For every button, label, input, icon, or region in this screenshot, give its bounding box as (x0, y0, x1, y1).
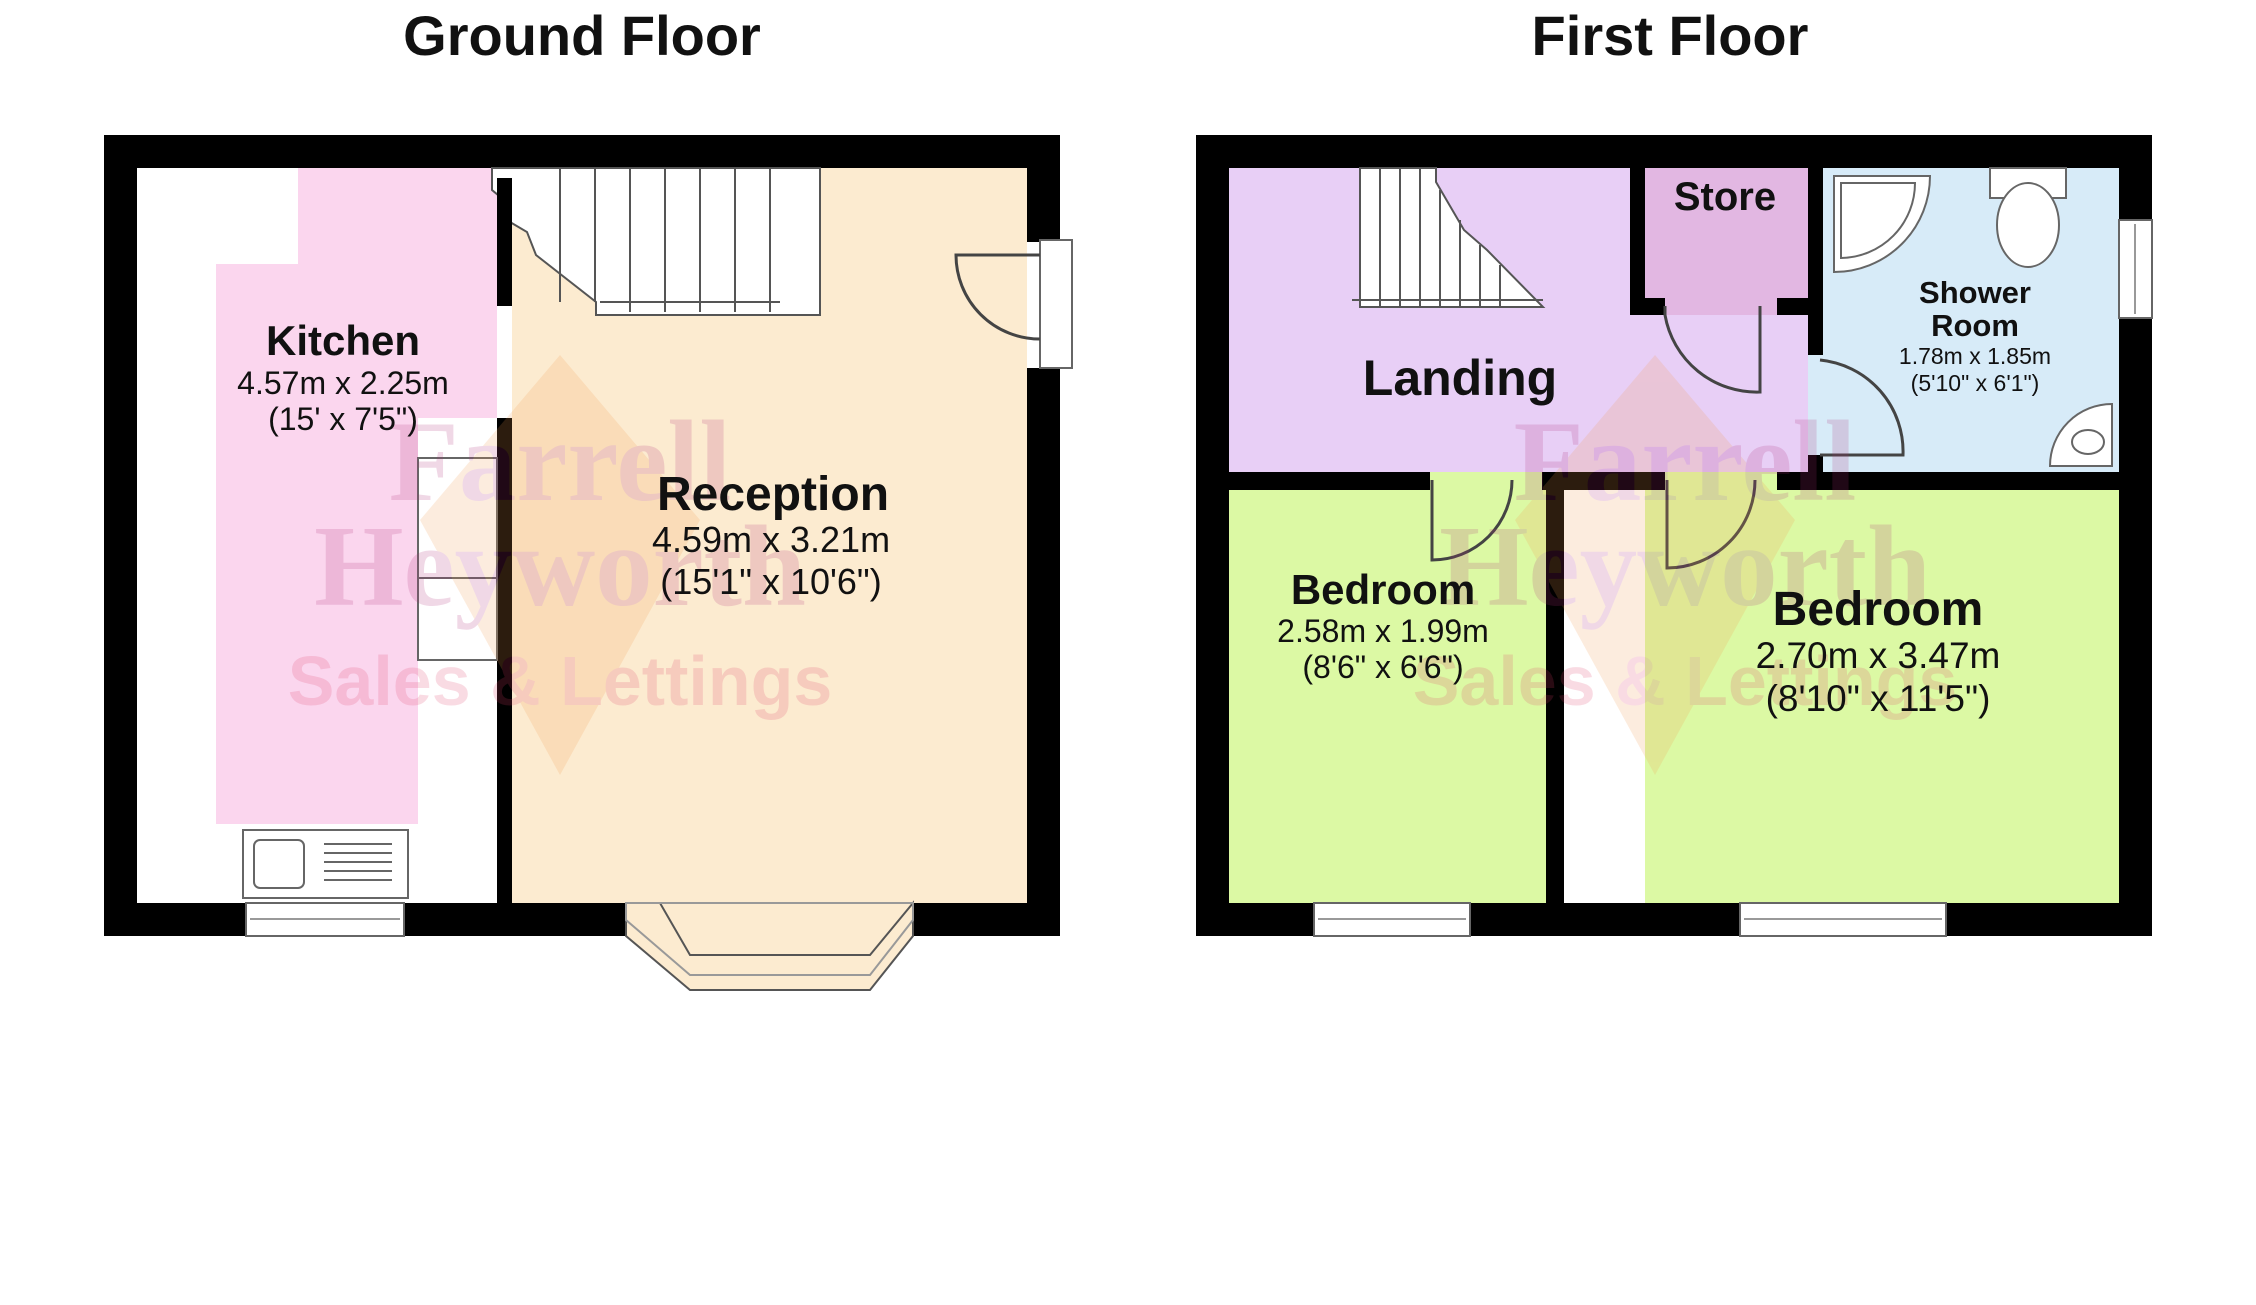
watermark-logo: Farrell Heyworth Sales & Lettings Farrel… (288, 355, 1958, 775)
kitchen-imperial: (15' x 7'5") (268, 401, 418, 437)
kitchen-area (216, 168, 497, 824)
bedroom-2-metric: 2.70m x 3.47m (1756, 635, 2001, 676)
first-floor-plan (1196, 135, 2153, 937)
ground-floor-title: Ground Floor (403, 4, 761, 67)
ground-floor-plan (104, 135, 1073, 991)
bedroom-1-area (1229, 490, 1546, 903)
watermark-line3: Sales & Lettings (288, 642, 833, 720)
kitchen-metric: 4.57m x 2.25m (237, 365, 449, 401)
first-stairs (1352, 167, 1546, 308)
reception-name: Reception (657, 468, 889, 521)
watermark2-line3: Sales & Lettings (1413, 642, 1958, 720)
watermark-line2: Heyworth (314, 503, 806, 630)
bedroom-1-metric: 2.58m x 1.99m (1277, 613, 1489, 649)
shower-fixtures (1833, 167, 2113, 467)
shower-room-metric: 1.78m x 1.85m (1899, 343, 2051, 369)
watermark2-line2: Heyworth (1439, 503, 1931, 630)
landing-name: Landing (1363, 350, 1557, 406)
first-floor-title: First Floor (1532, 4, 1809, 67)
kitchen-name: Kitchen (266, 317, 420, 364)
shower-room-name-line1: Shower (1919, 275, 2031, 310)
bedroom-2-area (1645, 490, 2119, 903)
bedroom-2-imperial: (8'10" x 11'5") (1766, 678, 1991, 719)
watermark2-line1: Farrell (1514, 398, 1857, 525)
watermark-line1: Farrell (389, 398, 732, 525)
shower-room-name-line2: Room (1931, 308, 2019, 343)
kitchen-units (242, 457, 498, 899)
reception-imperial: (15'1" x 10'6") (660, 561, 881, 602)
store-area (1645, 168, 1808, 298)
bedroom-1-imperial: (8'6" x 6'6") (1302, 649, 1463, 685)
bedroom-1-name: Bedroom (1291, 566, 1475, 613)
shower-room-imperial: (5'10" x 6'1") (1911, 370, 2040, 396)
bedroom-2-name: Bedroom (1773, 583, 1984, 636)
store-name: Store (1674, 175, 1776, 219)
reception-metric: 4.59m x 3.21m (652, 519, 890, 560)
